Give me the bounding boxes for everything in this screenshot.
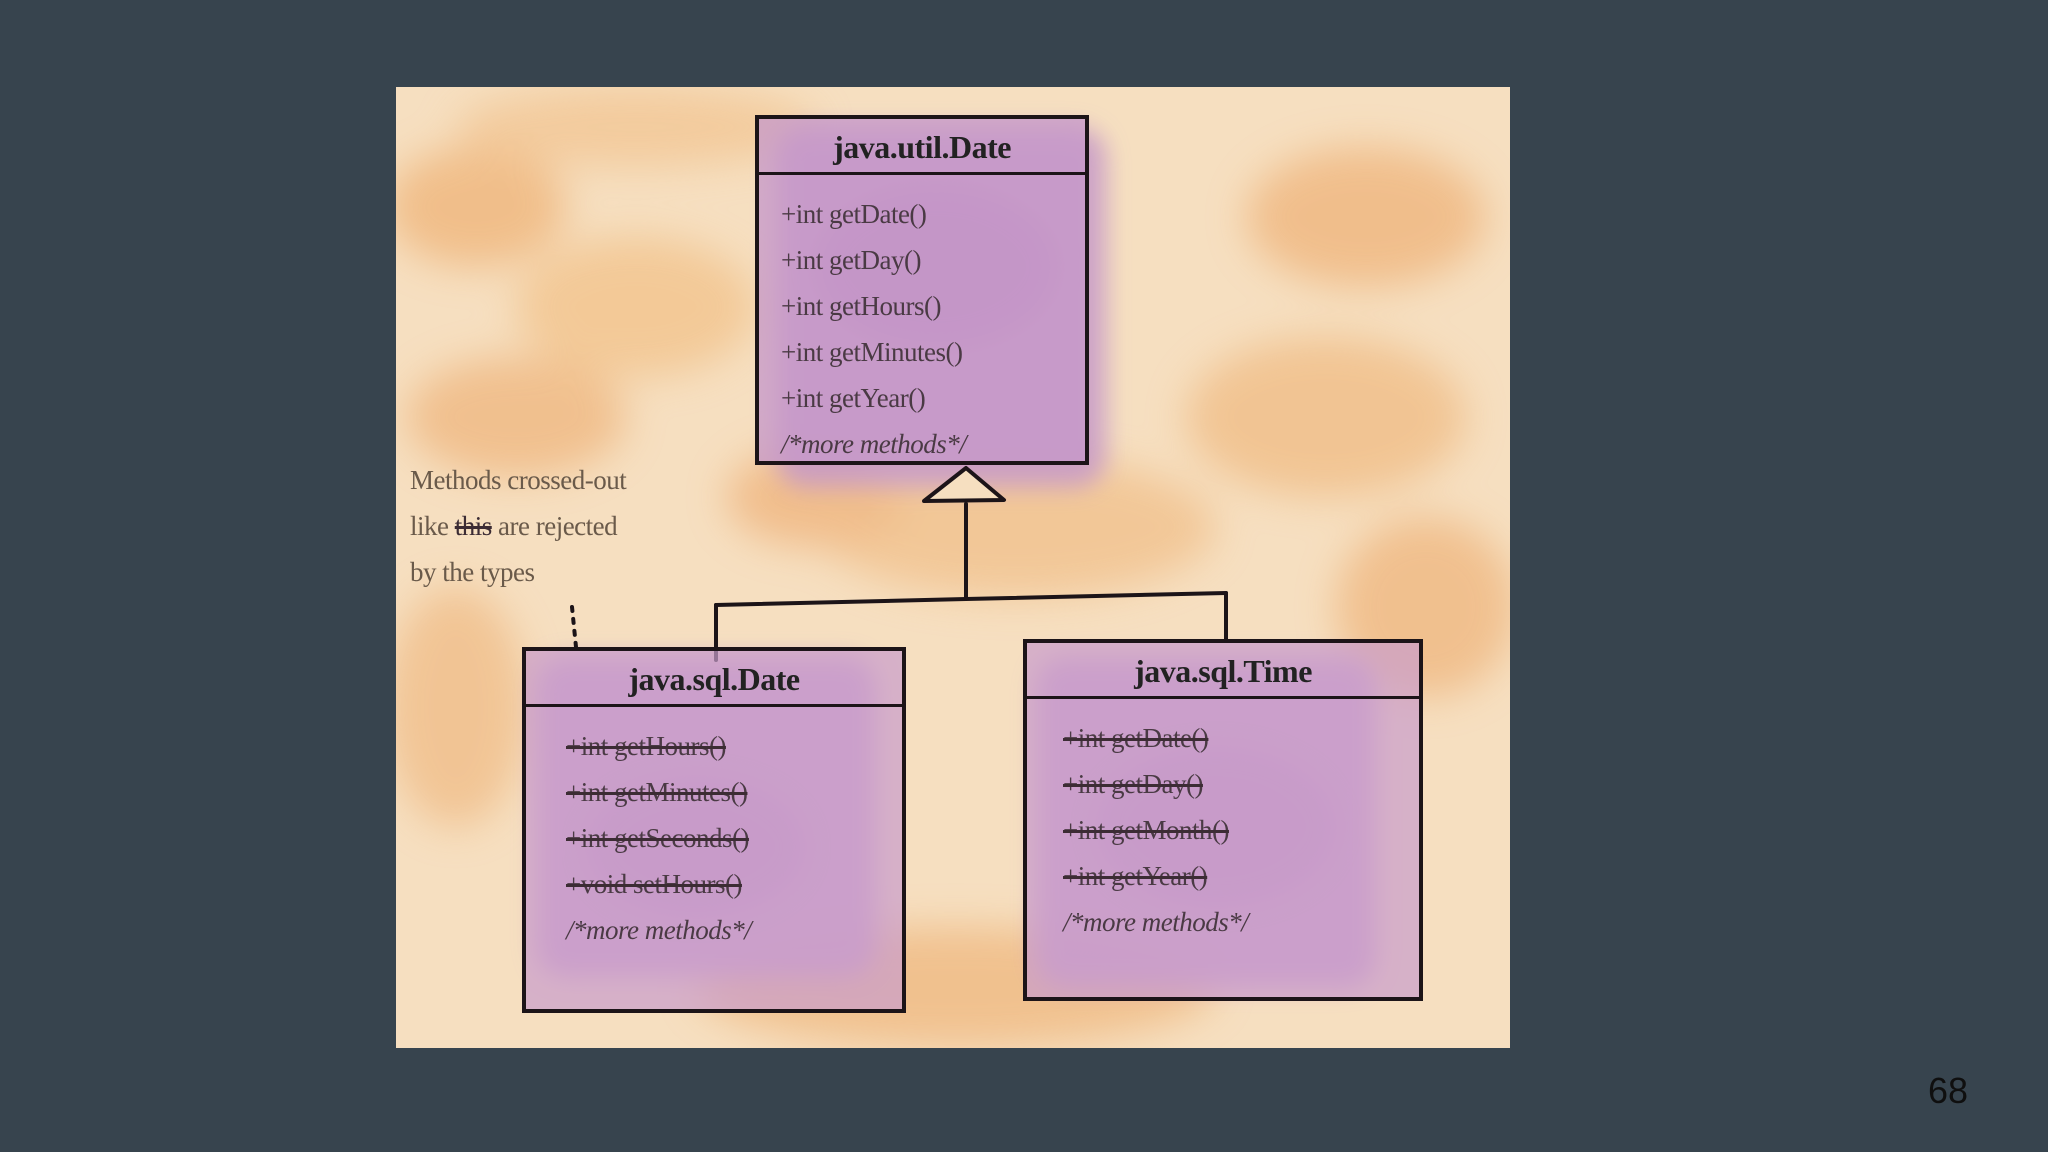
more-methods-comment: /*more methods*/ [566,907,902,953]
slide-page-number: 68 [1928,1070,1968,1112]
method-item: +int getHours() [781,283,1085,329]
method-list: +int getDate() +int getDay() +int getHou… [759,175,1085,467]
note-line-1: Methods crossed-out [410,457,740,503]
method-item-rejected: +int getHours() [566,723,902,769]
method-list: +int getDate() +int getDay() +int getMon… [1027,699,1419,945]
method-item-rejected: +int getSeconds() [566,815,902,861]
method-item-rejected: +void setHours() [566,861,902,907]
more-methods-comment: /*more methods*/ [1063,899,1419,945]
method-item: +int getDay() [781,237,1085,283]
method-list: +int getHours() +int getMinutes() +int g… [526,707,902,953]
more-methods-comment: /*more methods*/ [781,421,1085,467]
method-item-rejected: +int getDate() [1063,715,1419,761]
note-line-2-end: are rejected [492,511,617,541]
uml-diagram-figure: java.util.Date +int getDate() +int getDa… [396,87,1510,1048]
note-line-2-start: like [410,511,455,541]
class-title: java.util.Date [759,119,1085,175]
class-box-java-sql-date: java.sql.Date +int getHours() +int getMi… [522,647,906,1013]
method-item-rejected: +int getMinutes() [566,769,902,815]
method-item-rejected: +int getMonth() [1063,807,1419,853]
method-item: +int getMinutes() [781,329,1085,375]
note-strikethrough-example: this [455,511,492,541]
method-item-rejected: +int getYear() [1063,853,1419,899]
method-item: +int getYear() [781,375,1085,421]
class-title: java.sql.Time [1027,643,1419,699]
note-line-3: by the types [410,549,740,595]
note-line-2: like this are rejected [410,503,740,549]
method-item-rejected: +int getDay() [1063,761,1419,807]
class-box-java-util-date: java.util.Date +int getDate() +int getDa… [755,115,1089,465]
annotation-note: Methods crossed-out like this are reject… [410,457,740,595]
class-box-java-sql-time: java.sql.Time +int getDate() +int getDay… [1023,639,1423,1001]
class-title: java.sql.Date [526,651,902,707]
method-item: +int getDate() [781,191,1085,237]
